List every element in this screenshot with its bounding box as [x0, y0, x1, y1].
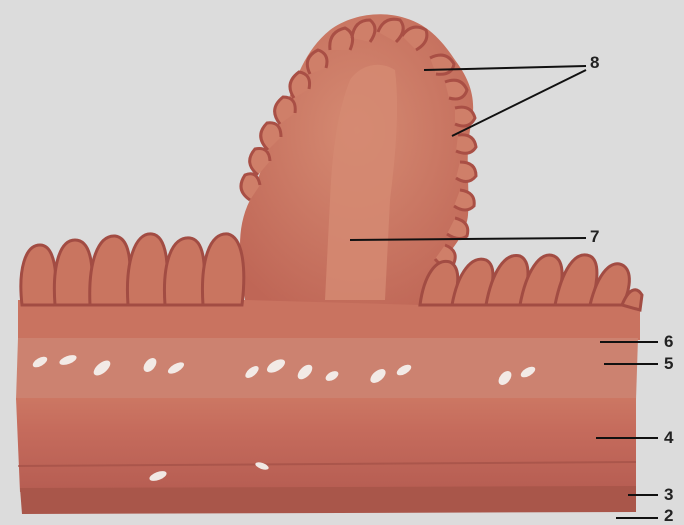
villus	[164, 238, 204, 305]
muscularis-layer	[16, 398, 636, 492]
submucosa-layer	[16, 338, 638, 400]
villus	[54, 240, 92, 305]
villus	[127, 234, 167, 305]
label-7: 7	[590, 228, 599, 245]
label-2: 2	[664, 507, 673, 524]
label-4: 4	[664, 429, 673, 446]
label-3: 3	[664, 486, 673, 503]
label-8: 8	[590, 54, 599, 71]
villus	[202, 234, 243, 305]
villus	[21, 245, 56, 305]
villus	[90, 236, 130, 305]
label-5: 5	[664, 355, 673, 372]
tissue-wall	[16, 300, 640, 514]
label-6: 6	[664, 333, 673, 350]
outer-serosa-band	[20, 486, 636, 514]
